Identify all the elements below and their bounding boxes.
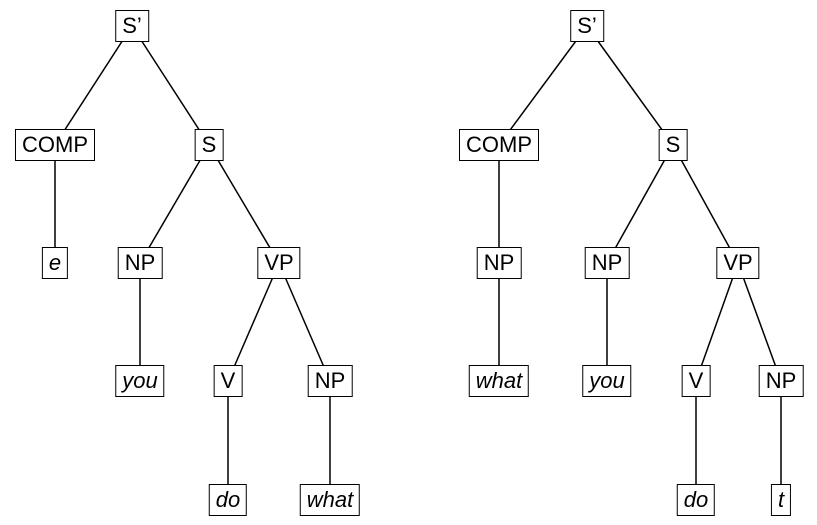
tree-node-left-tree-comp: COMP [15, 129, 95, 161]
tree-edge-left-tree-vp-np-obj [278, 262, 331, 382]
tree-node-left-tree-vp: VP [257, 247, 301, 279]
tree-node-right-tree-np-obj: NP [758, 365, 804, 397]
tree-node-right-tree-comp: COMP [459, 129, 539, 161]
tree-node-right-tree-v: V [681, 365, 711, 397]
tree-node-right-tree-np-comp: NP [476, 247, 522, 279]
tree-node-right-tree-s: S [658, 129, 688, 161]
tree-node-right-tree-sbar: S’ [570, 10, 604, 42]
tree-node-left-tree-what: what [299, 484, 361, 516]
tree-edge-right-tree-vp-np-obj [737, 262, 782, 382]
tree-node-left-tree-e: e [41, 247, 69, 279]
tree-node-right-tree-vp: VP [716, 247, 760, 279]
tree-node-right-tree-t: t [770, 484, 792, 516]
tree-node-left-tree-you: you [115, 365, 165, 397]
tree-node-left-tree-np-subj: NP [117, 247, 163, 279]
tree-edge-left-tree-sbar-s [131, 25, 210, 146]
tree-node-right-tree-what: what [468, 365, 530, 397]
tree-edge-left-tree-vp-v [227, 262, 280, 382]
tree-node-left-tree-np-obj: NP [307, 365, 353, 397]
tree-node-left-tree-sbar: S’ [115, 10, 149, 42]
tree-edge-left-tree-s-np-subj [139, 144, 210, 264]
tree-node-right-tree-do: do [676, 484, 716, 516]
tree-edge-left-tree-sbar-comp [54, 25, 133, 146]
tree-edge-right-tree-sbar-comp [498, 25, 588, 146]
tree-node-left-tree-s: S [194, 129, 224, 161]
tree-edge-left-tree-s-vp [208, 144, 280, 264]
tree-edge-right-tree-s-vp [672, 144, 739, 264]
tree-node-right-tree-you: you [582, 365, 632, 397]
tree-node-left-tree-do: do [208, 484, 248, 516]
tree-edge-right-tree-s-np-subj [606, 144, 674, 264]
tree-node-left-tree-v: V [213, 365, 243, 397]
tree-edge-right-tree-sbar-s [586, 25, 674, 146]
tree-node-right-tree-np-subj: NP [584, 247, 630, 279]
tree-edge-right-tree-vp-v [695, 262, 739, 382]
